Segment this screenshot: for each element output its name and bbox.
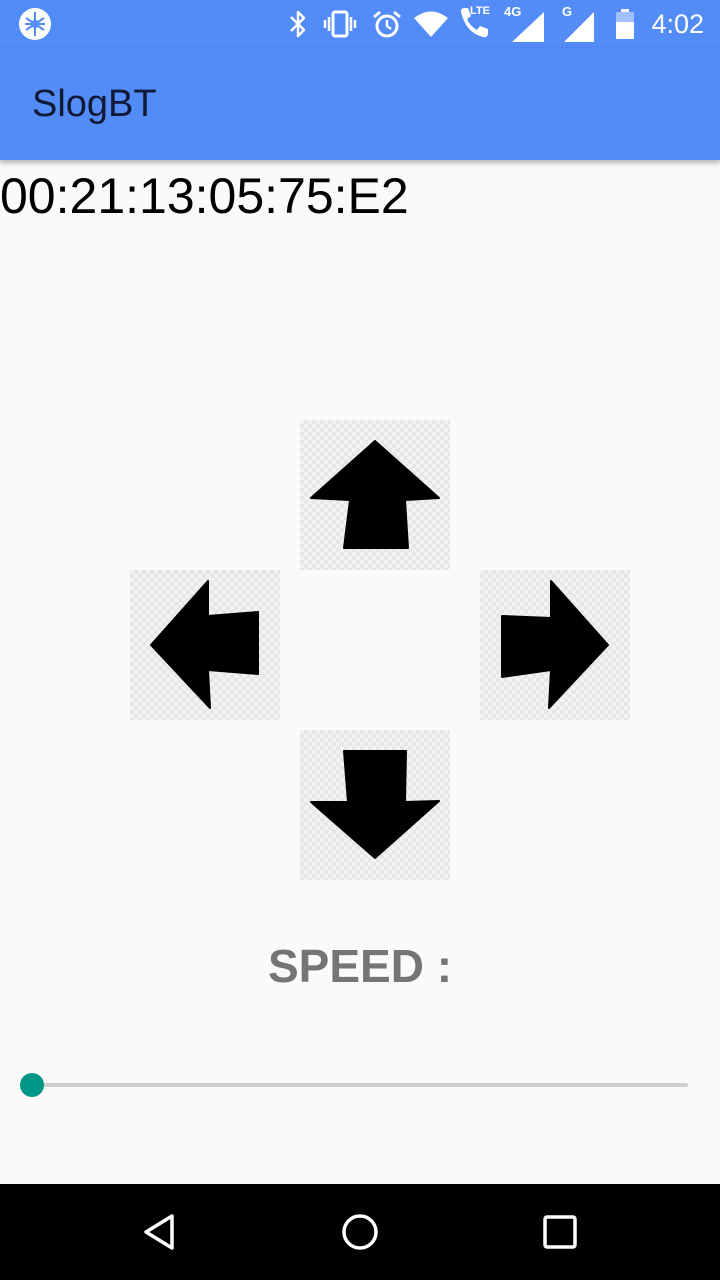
arrow-up-icon [310, 440, 440, 549]
lte-label: LTE [470, 5, 490, 17]
recents-icon [543, 1215, 577, 1249]
arrow-left-icon [150, 580, 259, 709]
app-notification-icon [16, 0, 54, 48]
slider-track [32, 1083, 688, 1087]
right-button[interactable] [480, 570, 630, 720]
signal-4g-icon: 4G [504, 0, 548, 48]
nav-bar [0, 1184, 720, 1280]
battery-icon [612, 0, 638, 48]
down-button[interactable] [300, 730, 450, 880]
lte-call-icon: LTE [456, 0, 496, 48]
speed-slider[interactable] [20, 1065, 690, 1105]
back-button[interactable] [112, 1184, 208, 1280]
app-bar: SlogBT [0, 48, 720, 160]
recents-button[interactable] [512, 1184, 608, 1280]
alarm-icon [370, 0, 404, 48]
slider-thumb[interactable] [20, 1073, 44, 1097]
arrow-right-icon [501, 580, 609, 709]
wifi-icon [412, 0, 450, 48]
home-icon [342, 1214, 378, 1250]
signal-g-icon: G [558, 0, 598, 48]
four-g-label: 4G [504, 4, 522, 19]
speed-label: SPEED : [267, 940, 453, 992]
status-bar: LTE 4G G 4:02 [0, 0, 720, 48]
up-button[interactable] [300, 420, 450, 570]
device-address: 00:21:13:05:75:E2 [0, 168, 409, 224]
bluetooth-icon [286, 0, 310, 48]
left-button[interactable] [130, 570, 280, 720]
status-clock: 4:02 [651, 9, 704, 39]
arrow-down-icon [310, 750, 440, 859]
g-label: G [562, 4, 573, 19]
back-icon [144, 1214, 174, 1250]
app-title: SlogBT [32, 83, 157, 125]
vibrate-icon [321, 0, 359, 48]
home-button[interactable] [312, 1184, 408, 1280]
